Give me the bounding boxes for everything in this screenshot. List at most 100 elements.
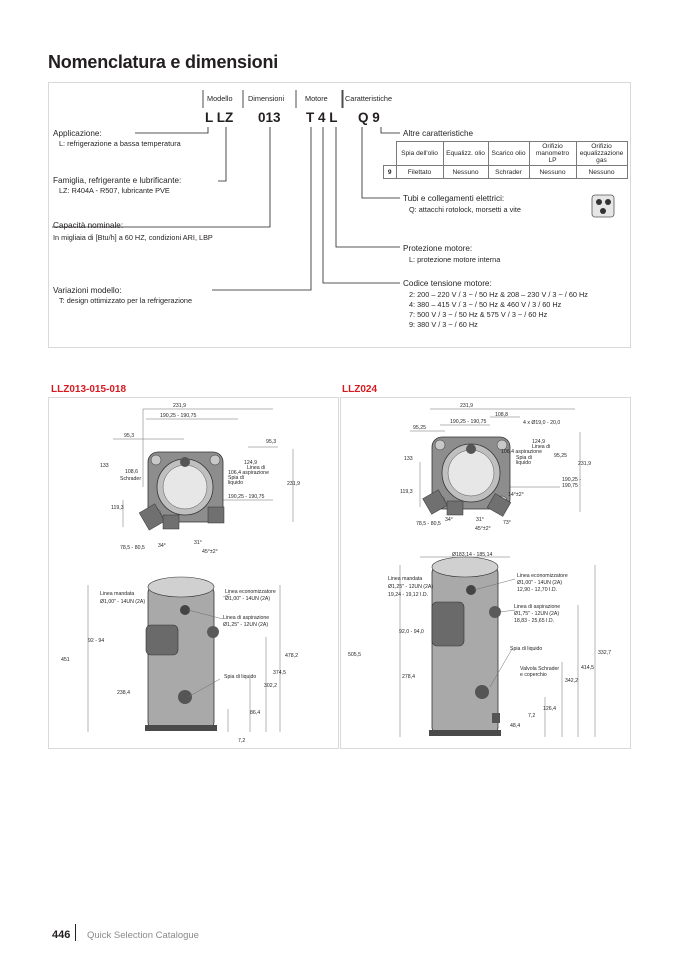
l-dim-10: Spia di — [228, 475, 244, 481]
r-dim-14: 190,75 — [562, 483, 578, 489]
r-dim-21: 45°±2° — [475, 526, 491, 532]
l-dim-0: 231,9 — [173, 403, 186, 409]
side-view — [145, 576, 219, 731]
connections-title: Tubi e collegamenti elettrici: — [403, 194, 505, 203]
r-side-1: Ø1,25" - 12UN (2A) — [388, 584, 433, 590]
l-dim-5: 108,6 — [125, 469, 138, 475]
r-side-2: 19,24 - 19,12 I.D. — [388, 592, 428, 598]
r-sdim-9: 48,4 — [510, 723, 520, 729]
capacity-value: In migliaia di [Btu/h] a 60 HZ, condizio… — [53, 233, 213, 242]
nomenclature-box — [48, 82, 631, 348]
l-sdim-6: 86,4 — [250, 710, 260, 716]
cell-equalizzazione: Nessuno — [575, 165, 628, 179]
r-dim-6: Linea di — [532, 444, 550, 450]
col-equalizz: Equalizz. olio — [442, 141, 489, 166]
l-sdim-7: 7,2 — [238, 738, 245, 744]
other-features-table: Spia dell'olio Equalizz. olio Scarico ol… — [383, 141, 628, 179]
l-dim-18: 45°±2° — [202, 549, 218, 555]
l-dim-11: liquido — [228, 480, 243, 486]
terminal-box-image — [591, 194, 615, 218]
l-side-6: Spia di liquido — [224, 674, 256, 680]
r-side-3: Linea economizzatore — [517, 573, 568, 579]
r-dim-8: 95,25 — [554, 453, 567, 459]
l-dim-6: Schrader — [120, 476, 141, 482]
l-dim-7: 124,9 — [244, 460, 257, 466]
panel-right — [340, 397, 631, 749]
top-view — [422, 436, 512, 517]
family-title: Famiglia, refrigerante e lubrificante: — [53, 176, 182, 185]
panel-left-title: LLZ013-015-018 — [51, 384, 127, 395]
voltage-line-9: 9: 380 V / 3 ~ / 60 Hz — [409, 320, 478, 329]
code-features: Q 9 — [358, 110, 380, 125]
r-sdim-7: 126,4 — [543, 706, 556, 712]
l-side-4: Linea di aspirazione — [223, 615, 269, 621]
variation-value: T: design ottimizzato per la refrigerazi… — [59, 296, 193, 305]
drawing-llz024: 231,9 108,8 190,25 - 190,75 4 x Ø19,0 - … — [348, 403, 611, 737]
l-side-2: Linea economizzatore — [225, 589, 276, 595]
voltage-title: Codice tensione motore: — [403, 279, 492, 288]
col-scarico: Scarico olio — [487, 141, 530, 166]
r-sdim-3: 278,4 — [402, 674, 415, 680]
l-sdim-5: 302,2 — [264, 683, 277, 689]
application-title: Applicazione: — [53, 129, 102, 138]
top-view — [138, 451, 225, 531]
r-side-0: Linea mandata — [388, 576, 422, 582]
header-motore: Motore — [305, 94, 328, 103]
panel-right-title: LLZ024 — [342, 384, 378, 395]
other-features-title: Altre caratteristiche — [403, 129, 474, 138]
l-sdim-1: 451 — [61, 657, 70, 663]
header-dimensioni: Dimensioni — [248, 94, 285, 103]
l-dim-13: 190,25 - 190,75 — [228, 494, 264, 500]
l-sdim-2: 238,4 — [117, 690, 130, 696]
r-dim-3: 4 x Ø19,0 - 20,0 — [523, 420, 560, 426]
header-modello: Modello — [207, 94, 233, 103]
l-side-3: Ø1,00" - 14UN (2A) — [225, 596, 270, 602]
panel-left — [48, 397, 339, 749]
cell-spia: Filettato — [395, 165, 444, 179]
page-title: Nomenclatura e dimensioni — [48, 52, 279, 72]
nomenclature-lines — [52, 90, 400, 291]
r-sdim-1: 92,0 - 94,0 — [399, 629, 424, 635]
l-dim-16: 34° — [158, 543, 166, 549]
voltage-line-2: 2: 200 – 220 V / 3 ~ / 50 Hz & 208 – 230… — [409, 290, 588, 299]
r-side-7: Ø1,75" - 12UN (2A) — [514, 611, 559, 617]
r-side-6: Linea di aspirazione — [514, 604, 560, 610]
r-dim-20: 73° — [503, 520, 511, 526]
r-side-8: 18,83 - 25,65 I.D. — [514, 618, 554, 624]
r-dim-19: 31° — [476, 517, 484, 523]
cell-manometro: Nessuno — [528, 165, 577, 179]
l-dim-15: 78,5 - 80,5 — [120, 545, 145, 551]
r-dim-5: 124,9 — [532, 439, 545, 445]
cell-scarico: Schrader — [487, 165, 530, 179]
page-number: 446 — [52, 929, 71, 941]
r-dim-18: 34° — [445, 517, 453, 523]
l-side-0: Linea mandata — [100, 591, 134, 597]
code-motor: T 4 L — [306, 110, 338, 125]
r-sdim-0: Ø183,14 - 185,14 — [452, 552, 492, 558]
r-side-10: Valvola Schrader — [520, 666, 559, 672]
l-side-5: Ø1,25" - 12UN (2A) — [223, 622, 268, 628]
r-dim-16: 14°±2° — [508, 492, 524, 498]
l-sdim-0: 92 - 94 — [88, 638, 104, 644]
r-sdim-2: 505,5 — [348, 652, 361, 658]
drawing-llz013: 231,9 190,25 - 190,75 95,3 95,3 133 108,… — [61, 403, 300, 744]
code-size: 013 — [258, 110, 281, 125]
l-dim-4: 133 — [100, 463, 109, 469]
r-dim-9: Spia di — [516, 455, 532, 461]
r-dim-13: 190,25 - — [562, 477, 581, 483]
connections-value: Q: attacchi rotolock, morsetti a vite — [409, 205, 521, 214]
r-side-4: Ø1,00" - 14UN (2A) — [517, 580, 562, 586]
r-dim-15: 119,3 — [400, 489, 413, 495]
footer-label: Quick Selection Catalogue — [87, 930, 199, 941]
r-sdim-4: 332,7 — [598, 650, 611, 656]
l-dim-9: 106,4 aspirazione — [228, 470, 269, 476]
l-dim-3: 95,3 — [266, 439, 276, 445]
l-dim-14: 119,3 — [111, 505, 124, 511]
r-dim-4: 95,25 — [413, 425, 426, 431]
r-dim-10: liquido — [516, 460, 531, 466]
protection-title: Protezione motore: — [403, 244, 473, 253]
r-dim-11: 133 — [404, 456, 413, 462]
l-dim-17: 31° — [194, 540, 202, 546]
r-side-5: 12,90 - 12,70 I.D. — [517, 587, 557, 593]
col-equalizzazione: Orifizio equalizzazione gas — [575, 141, 628, 166]
